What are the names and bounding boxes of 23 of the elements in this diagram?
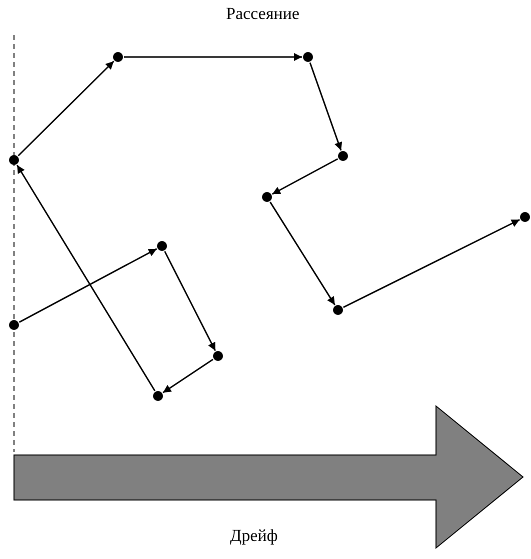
arrow xyxy=(270,202,336,306)
circle-dot xyxy=(213,351,223,361)
arrow xyxy=(272,158,338,195)
caption-text: Дрейф xyxy=(230,526,278,546)
circle-dot xyxy=(303,52,313,62)
arrow xyxy=(18,248,158,323)
arrow xyxy=(18,60,114,156)
circle-dot xyxy=(153,391,163,401)
circle-dot xyxy=(9,155,19,165)
arrow xyxy=(124,53,302,61)
circle-dot xyxy=(333,305,343,315)
circle-dot xyxy=(338,151,348,161)
circle-dot xyxy=(520,212,530,222)
caption-text: Рассеяние xyxy=(226,4,300,24)
circle-dot xyxy=(113,52,123,62)
arrow xyxy=(309,62,342,151)
arrow xyxy=(164,251,216,351)
arrow xyxy=(16,164,156,392)
circle-dot xyxy=(262,192,272,202)
circle-dot xyxy=(9,320,19,330)
arrow xyxy=(343,219,520,308)
arrow xyxy=(162,358,214,394)
circle-dot xyxy=(157,241,167,251)
